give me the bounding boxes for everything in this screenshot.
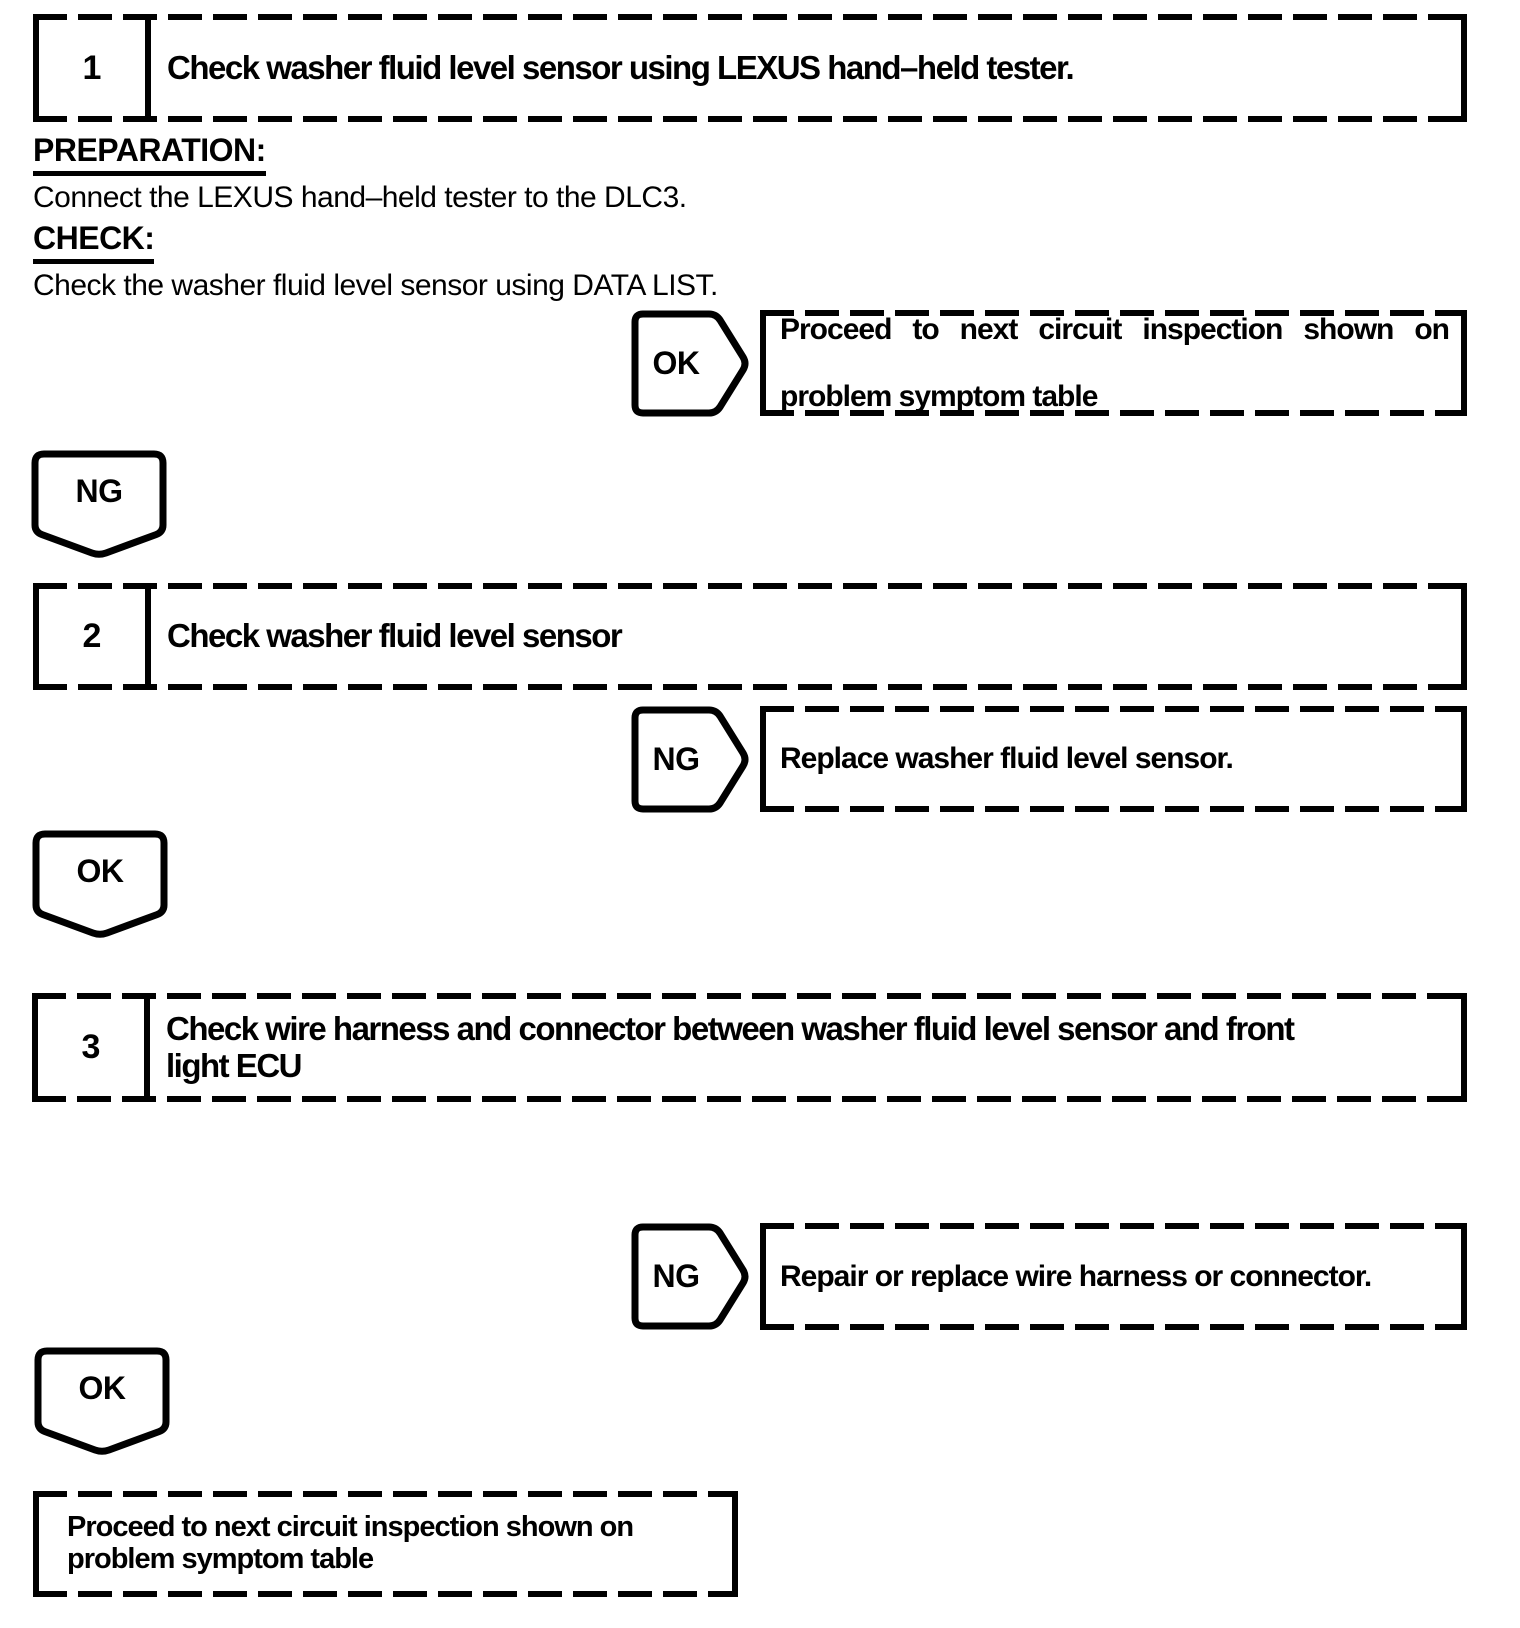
step-3-ng-arrow: NG bbox=[630, 1223, 750, 1330]
step-2-title: Check washer fluid level sensor bbox=[151, 583, 1461, 690]
step-2-ng-arrow: NG bbox=[630, 706, 750, 813]
result-text-line2: problem symptom table bbox=[780, 379, 1098, 413]
result-text: Replace washer fluid level sensor. bbox=[780, 742, 1234, 776]
step-3-number: 3 bbox=[38, 993, 150, 1102]
result-text: Repair or replace wire harness or connec… bbox=[780, 1259, 1372, 1293]
terminal-text-line1: Proceed to next circuit inspection shown… bbox=[67, 1511, 634, 1544]
check-label: CHECK: bbox=[33, 222, 155, 264]
step-2-number: 2 bbox=[39, 583, 151, 690]
arrow-right-pentagon-icon bbox=[631, 706, 749, 813]
step-2-ng-label: NG bbox=[652, 741, 701, 777]
step-2-ok-label: OK bbox=[76, 852, 125, 889]
step-1-title-text: Check washer fluid level sensor using LE… bbox=[167, 48, 1075, 86]
result-text-line1: Proceed to next circuit inspection shown… bbox=[780, 312, 1450, 346]
pennant-down-pentagon-icon bbox=[34, 1347, 170, 1455]
step-2-title-text: Check washer fluid level sensor bbox=[167, 617, 623, 655]
preparation-text: Connect the LEXUS hand–held tester to th… bbox=[33, 181, 687, 214]
pennant-down-pentagon-icon bbox=[31, 450, 167, 558]
step-3-box: 3 Check wire harness and connector betwe… bbox=[32, 993, 1467, 1102]
step-1-number: 1 bbox=[39, 14, 151, 122]
step-1-title: Check washer fluid level sensor using LE… bbox=[151, 14, 1461, 122]
terminal-box: Proceed to next circuit inspection shown… bbox=[33, 1491, 738, 1597]
step-1-ok-arrow: OK bbox=[630, 310, 750, 417]
step-1-ng-label: NG bbox=[75, 472, 124, 509]
check-text: Check the washer fluid level sensor usin… bbox=[33, 269, 718, 302]
pennant-down-pentagon-icon bbox=[32, 830, 168, 938]
step-3-ok-label: OK bbox=[78, 1369, 127, 1406]
step-2-ng-result-box: Replace washer fluid level sensor. bbox=[760, 706, 1467, 812]
step-1-notes: PREPARATION: Connect the LEXUS hand–held… bbox=[33, 134, 933, 310]
arrow-right-pentagon-icon bbox=[631, 310, 749, 417]
preparation-label: PREPARATION: bbox=[33, 134, 266, 176]
step-3-ng-result-box: Repair or replace wire harness or connec… bbox=[760, 1223, 1467, 1330]
step-2-ok-connector: OK bbox=[31, 829, 169, 941]
step-3-title-line2: light ECU bbox=[166, 1046, 302, 1084]
step-2-box: 2 Check washer fluid level sensor bbox=[33, 583, 1467, 690]
step-1-ng-connector: NG bbox=[30, 449, 168, 561]
step-1-ok-label: OK bbox=[652, 345, 701, 381]
step-1-box: 1 Check washer fluid level sensor using … bbox=[33, 14, 1467, 122]
step-3-ng-label: NG bbox=[652, 1258, 701, 1294]
step-3-ok-connector: OK bbox=[33, 1346, 171, 1458]
step-3-title-line1: Check wire harness and connector between… bbox=[166, 1009, 1295, 1047]
step-3-title: Check wire harness and connector between… bbox=[150, 993, 1461, 1102]
arrow-right-pentagon-icon bbox=[631, 1223, 749, 1330]
terminal-text-line2: problem symptom table bbox=[67, 1543, 374, 1575]
step-1-ok-result-box: Proceed to next circuit inspection shown… bbox=[760, 310, 1467, 416]
